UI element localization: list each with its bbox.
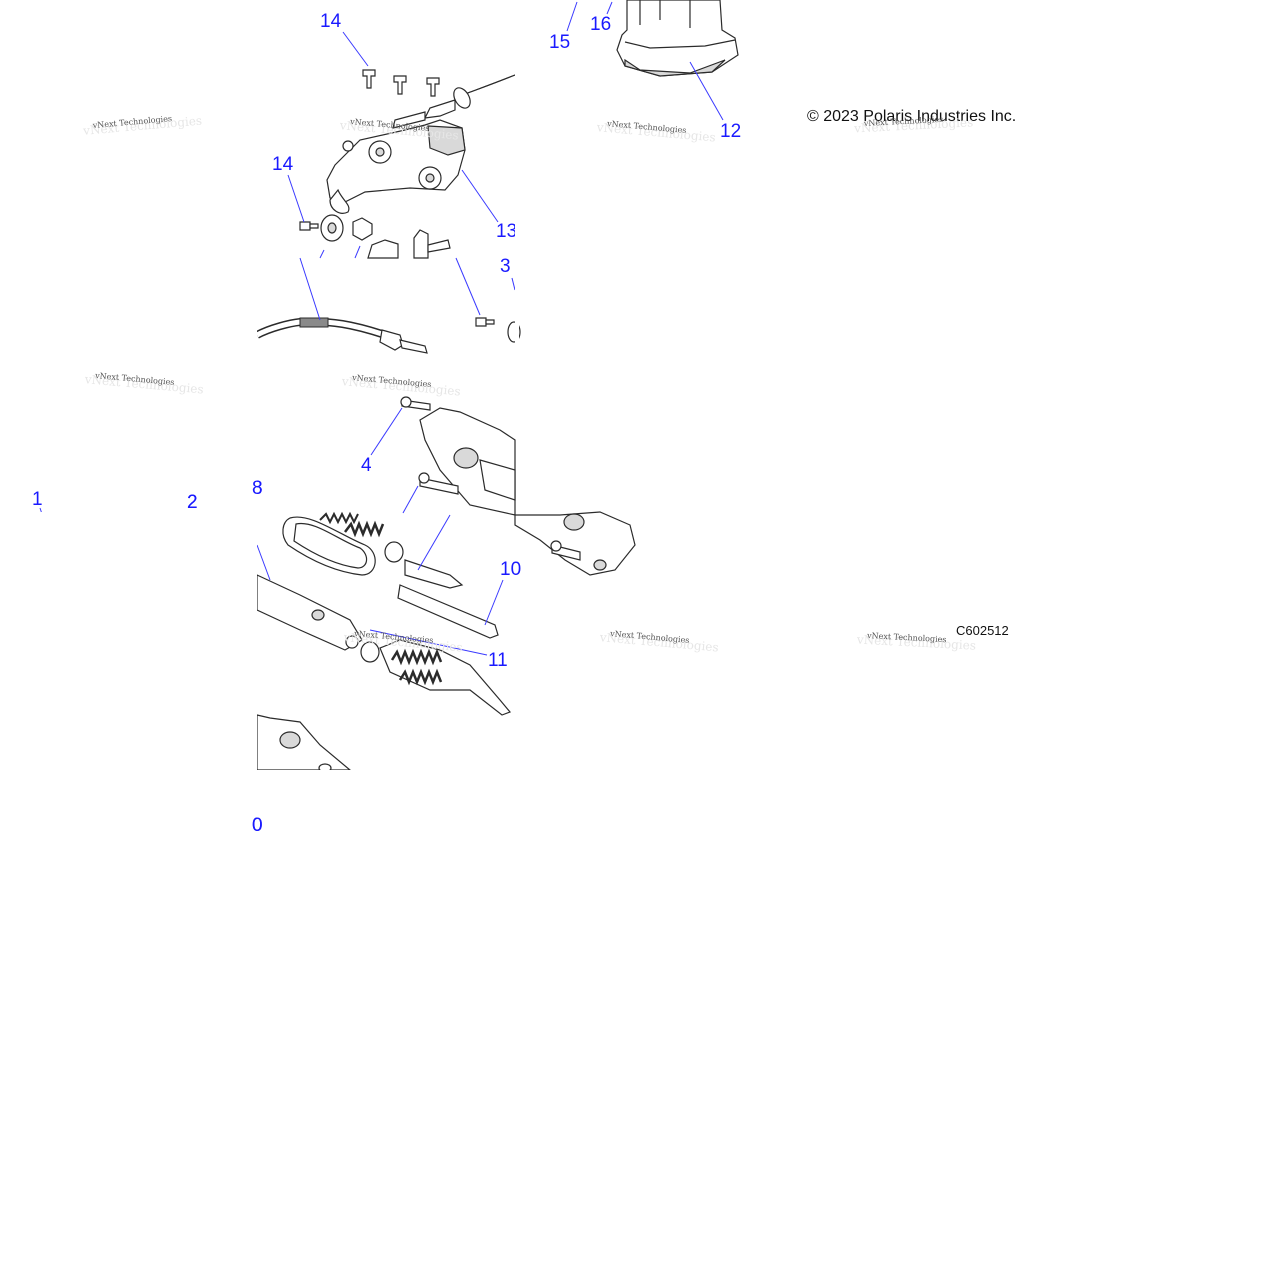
watermark: vNext Technologies vNext Technologies [856,631,977,653]
copyright-text: © 2023 Polaris Industries Inc. [807,108,1016,125]
watermark: vNext Technologies vNext Technologies [82,114,203,138]
callout-8: 8 [252,478,263,499]
callout-12: 12 [720,121,741,142]
callout-2: 2 [187,492,198,513]
tile-housing-extension [514,511,636,576]
watermark: vNext Technologies vNext Technologies [83,371,204,397]
edge-callouts: 2 8 0 15 16 [187,1,613,836]
tile-bracket-assembly [299,69,516,259]
tile-lower-housing [256,714,352,773]
callout-11: 11 [488,650,508,671]
tile-actuator-motor [616,0,739,77]
diagram-code: C602512 [956,623,1009,638]
callout-4: 4 [361,455,372,476]
callout-14-mid: 14 [272,154,294,175]
callout-2-edge: 2 [187,492,198,513]
svg-text:vNext Technologies: vNext Technologies [856,632,977,652]
tile-shift-housing [400,396,516,516]
tile-masks [0,0,655,820]
callout-8-edge: 8 [252,478,263,499]
svg-text:vNext Technologies: vNext Technologies [863,115,944,128]
svg-text:vNext Technologies: vNext Technologies [866,631,947,644]
callout-13: 13 [496,221,517,242]
tile-linkage-springs [256,511,512,716]
watermark: vNext Technologies vNext Technologies [853,115,974,136]
cable-top [392,74,516,129]
bolt-group-top [362,69,440,97]
svg-text:vNext Technologies: vNext Technologies [853,115,974,135]
tile-cable-loop [255,317,521,354]
callout-15-edge: 15 [549,32,570,53]
callout-16-edge: 16 [590,14,611,35]
callout-10: 10 [500,559,521,580]
callout-0-edge: 0 [252,815,263,836]
callout-0-bottom: 0 [252,815,263,836]
callout-14-top: 14 [320,11,342,32]
callout-1: 1 [32,489,43,510]
bracket-13 [326,119,466,214]
watermark: vNext Technologies vNext Technologies [340,373,461,399]
callout-3: 3 [500,256,511,277]
spring-upper [319,511,385,538]
spring-lower [390,648,443,686]
